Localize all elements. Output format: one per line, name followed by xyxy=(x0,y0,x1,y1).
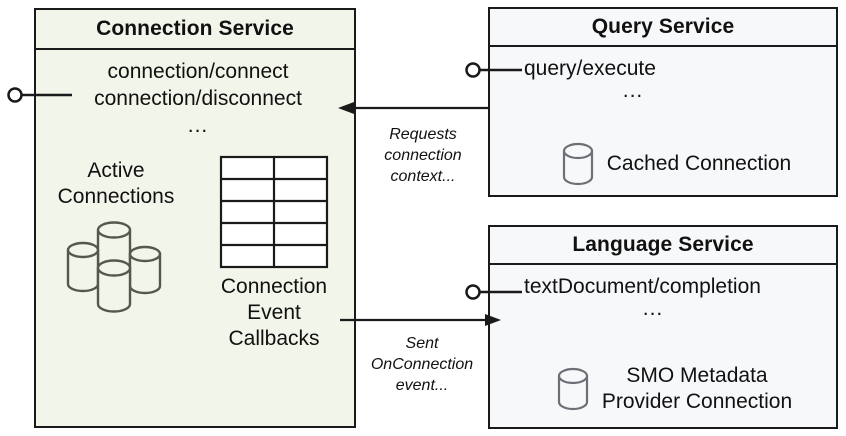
query-service-title: Query Service xyxy=(490,9,836,47)
edge-requests-connection-context xyxy=(338,102,489,114)
component-language-service[interactable]: Language Service textDocument/completion… xyxy=(488,225,838,429)
database-cylinder-icon xyxy=(557,367,588,411)
connection-service-operations: connection/connect connection/disconnect xyxy=(94,60,302,110)
language-service-operations: textDocument/completion xyxy=(524,275,761,298)
artifact-active-connections: Active Connections xyxy=(40,158,192,320)
query-service-ellipsis: ... xyxy=(622,79,644,102)
connection-event-callbacks-label: Connection Event Callbacks xyxy=(220,275,328,350)
edge-label-requests-connection-context: Requests connection context... xyxy=(384,126,462,185)
active-connections-label: Active Connections xyxy=(57,159,175,208)
artifact-cached-connection: Cached Connection xyxy=(526,141,826,187)
database-cluster-icon xyxy=(66,221,162,313)
edge-sent-onconnection-event xyxy=(340,314,501,326)
component-query-service[interactable]: Query Service query/execute ... Cached C… xyxy=(488,7,838,197)
component-connection-service[interactable]: Connection Service connection/connect co… xyxy=(34,8,356,428)
connection-service-ellipsis: ... xyxy=(187,114,209,137)
language-service-title: Language Service xyxy=(490,227,836,265)
query-service-operations: query/execute xyxy=(524,57,656,80)
database-cylinder-icon xyxy=(562,142,593,186)
artifact-smo-metadata-provider-connection: SMO Metadata Provider Connection xyxy=(514,363,834,415)
query-service-body: query/execute ... Cached Connection xyxy=(490,47,836,195)
artifact-connection-event-callbacks: Connection Event Callbacks xyxy=(196,154,352,352)
cached-connection-label: Cached Connection xyxy=(606,152,792,175)
edge-label-sent-onconnection-event: Sent OnConnection event... xyxy=(370,335,474,394)
connection-service-body: connection/connect connection/disconnect… xyxy=(36,50,354,426)
connection-service-title: Connection Service xyxy=(36,10,354,50)
table-grid-icon xyxy=(219,155,329,269)
smo-metadata-provider-connection-label: SMO Metadata Provider Connection xyxy=(601,364,793,413)
language-service-body: textDocument/completion ... SMO Metadata… xyxy=(490,265,836,427)
language-service-ellipsis: ... xyxy=(642,297,664,320)
